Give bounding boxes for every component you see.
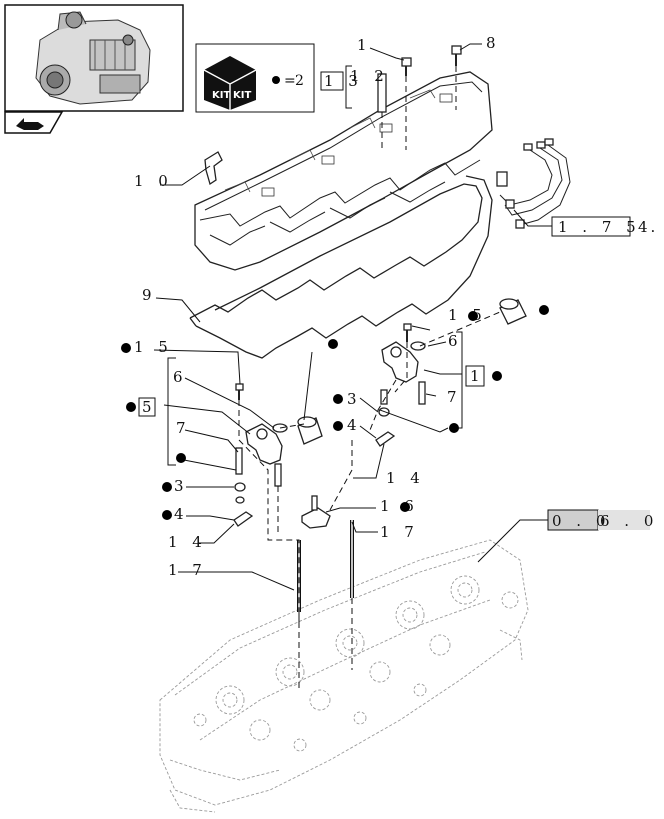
ref-1-label: 1	[470, 367, 485, 385]
cap-3-low	[234, 482, 246, 492]
kit-equals: =	[284, 73, 296, 89]
wiring-harness	[496, 138, 571, 229]
bracket-10	[204, 151, 223, 186]
engine-thumbnail[interactable]	[4, 4, 184, 112]
callout-6-top[interactable]: 6	[448, 332, 463, 350]
bridge-16	[301, 495, 331, 529]
kit-markers	[121, 305, 549, 520]
engine-thumbnail-image	[35, 11, 151, 105]
kit-badge-left: KIT	[212, 90, 230, 101]
kit-box: KIT KIT = 2	[195, 43, 315, 113]
callout-1[interactable]: 1	[357, 36, 372, 54]
kit-dot	[272, 76, 280, 84]
ring-4-low	[235, 496, 245, 504]
callout-14-low[interactable]: 1 4	[168, 533, 207, 551]
pin-mid	[380, 389, 388, 405]
leader-lines	[153, 43, 552, 591]
roller-left	[297, 416, 323, 445]
callout-4-mid[interactable]: 4	[347, 416, 362, 434]
ref-box-0-06-0[interactable]: 0 . 0 6 . 0	[547, 509, 658, 531]
ref-5-label: 5	[142, 398, 157, 416]
svg-text:4: 4	[638, 218, 653, 236]
callout-17-left[interactable]: 1 7	[168, 561, 207, 579]
callout-15-left[interactable]: 1 5	[134, 338, 173, 356]
back-arrow-icon	[16, 118, 44, 130]
lash-adjuster-low	[233, 511, 254, 527]
ref-0-06-label-a: 0 . 0	[552, 512, 610, 530]
callout-4-low[interactable]: 4	[174, 505, 189, 523]
callout-12[interactable]: 1 2	[350, 67, 389, 85]
back-arrow-tab[interactable]	[4, 111, 64, 134]
kit-cube-icon: KIT KIT	[203, 56, 257, 110]
bolt-1	[401, 57, 412, 76]
callout-6-left[interactable]: 6	[173, 368, 188, 386]
cylinder-head-ghost	[159, 539, 529, 813]
ref-1-75-4-label: 1 . 7 5 . 4	[558, 218, 664, 236]
rocker-assembly-top	[381, 323, 426, 405]
ref-box-1-75-4[interactable]: 1 . 7 5 . 4 4	[551, 216, 664, 237]
lash-adjuster-mid	[375, 431, 396, 447]
ref-0-06-label-b: 6 . 0	[600, 512, 658, 530]
bracket-13	[345, 65, 352, 109]
callout-17-right[interactable]: 1 7	[380, 523, 419, 541]
cap-3-mid	[378, 407, 390, 417]
callout-15-top[interactable]: 1 5	[448, 306, 487, 324]
kit-badge-right: KIT	[233, 90, 251, 101]
callout-3-low[interactable]: 3	[174, 477, 189, 495]
ref-box-1[interactable]: 1	[465, 365, 485, 387]
callout-7-left[interactable]: 7	[176, 419, 191, 437]
callout-16[interactable]: 1 6	[380, 497, 419, 515]
ref-box-13[interactable]: 1 3	[320, 71, 363, 91]
callout-10[interactable]: 1 0	[134, 172, 173, 190]
callout-14-mid[interactable]: 1 4	[386, 469, 425, 487]
bolt-8	[451, 45, 462, 66]
callout-7-top[interactable]: 7	[447, 388, 462, 406]
ref-13-label: 1 3	[324, 72, 363, 90]
bracket-left-group	[167, 357, 176, 466]
kit-qty: 2	[295, 73, 304, 89]
callout-8[interactable]: 8	[486, 34, 501, 52]
callout-3-mid[interactable]: 3	[347, 390, 362, 408]
ref-box-5[interactable]: 5	[138, 397, 157, 417]
assembly-lines	[238, 66, 501, 690]
roller-right	[499, 298, 527, 325]
rocker-assembly-left	[235, 383, 288, 487]
callout-9[interactable]: 9	[142, 286, 157, 304]
valve-cover-gasket	[189, 175, 493, 359]
valve-cover	[194, 71, 493, 271]
